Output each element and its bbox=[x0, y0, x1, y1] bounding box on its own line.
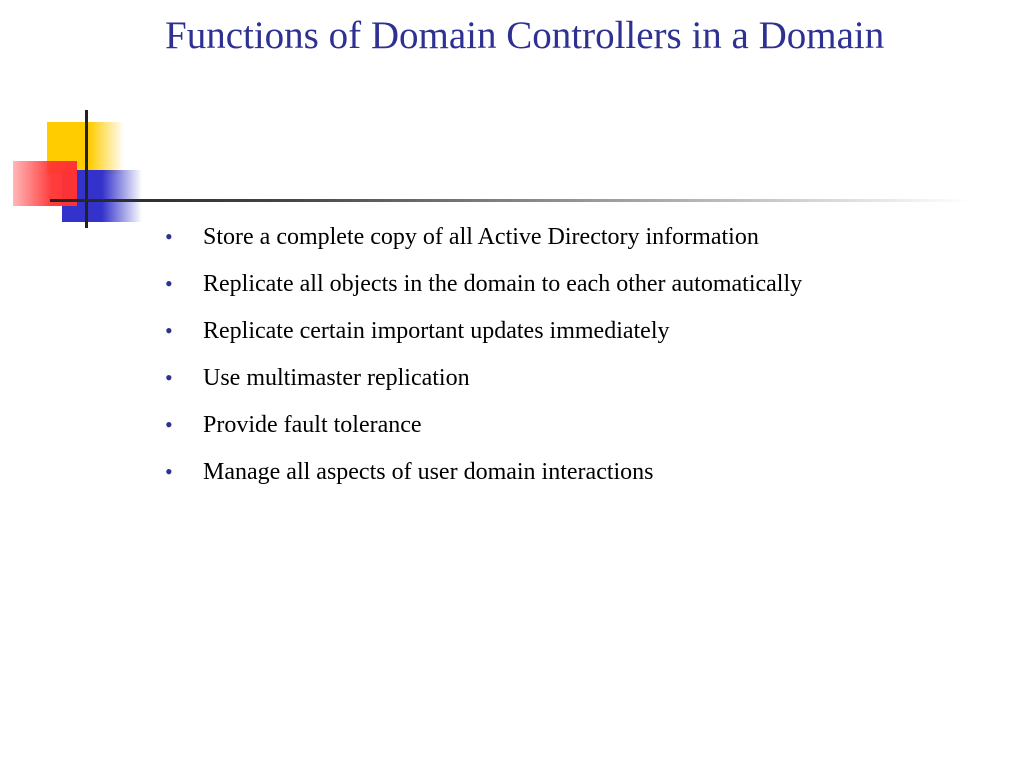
bullet-list: • Store a complete copy of all Active Di… bbox=[165, 222, 802, 504]
bullet-item: • Replicate all objects in the domain to… bbox=[165, 269, 802, 316]
bullet-text: Use multimaster replication bbox=[203, 365, 470, 391]
bullet-icon: • bbox=[165, 318, 173, 343]
bullet-item: • Provide fault tolerance bbox=[165, 410, 802, 457]
bullet-text: Manage all aspects of user domain intera… bbox=[203, 459, 654, 485]
slide-title: Functions of Domain Controllers in a Dom… bbox=[165, 14, 885, 57]
bullet-text: Replicate all objects in the domain to e… bbox=[203, 271, 803, 297]
bullet-text: Replicate certain important updates imme… bbox=[203, 318, 670, 344]
red-square bbox=[13, 161, 77, 206]
bullet-text: Provide fault tolerance bbox=[203, 412, 422, 438]
bullet-item: • Replicate certain important updates im… bbox=[165, 316, 802, 363]
bullet-item: • Use multimaster replication bbox=[165, 363, 802, 410]
bullet-icon: • bbox=[165, 459, 173, 484]
bullet-item: • Manage all aspects of user domain inte… bbox=[165, 457, 802, 504]
vertical-rule bbox=[85, 110, 88, 228]
bullet-icon: • bbox=[165, 412, 173, 437]
bullet-icon: • bbox=[165, 271, 173, 296]
bullet-icon: • bbox=[165, 365, 173, 390]
bullet-icon: • bbox=[165, 224, 173, 249]
decorative-squares-graphic bbox=[13, 110, 970, 228]
bullet-item: • Store a complete copy of all Active Di… bbox=[165, 222, 802, 269]
bullet-text: Store a complete copy of all Active Dire… bbox=[203, 224, 759, 250]
horizontal-rule bbox=[50, 199, 970, 202]
